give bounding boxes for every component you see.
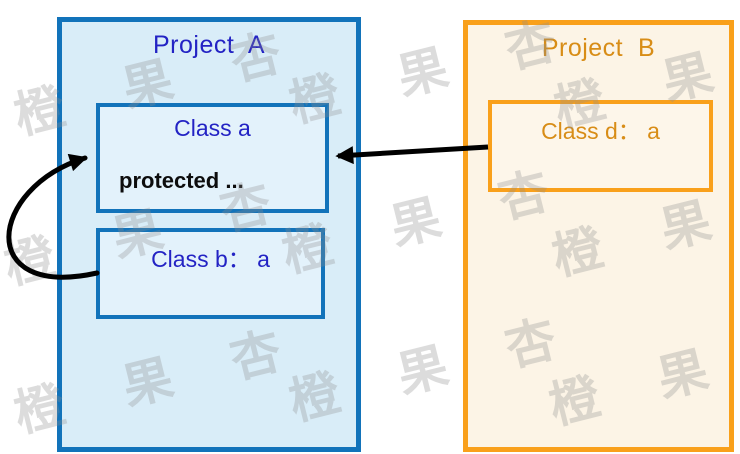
class-a-title: Class a — [174, 115, 251, 141]
class-d-title: Class d： a — [541, 118, 660, 144]
class-a-box: Class a protected ... — [96, 103, 329, 213]
class-a-body: protected ... — [119, 168, 244, 193]
class-d-box: Class d： a — [488, 100, 713, 192]
project-b-title: Project B — [541, 34, 656, 62]
project-a-title: Project A — [153, 31, 265, 59]
project-a-box: Project A Class a protected ... Class b：… — [57, 17, 361, 452]
project-b-box: Project B Class d： a — [463, 20, 734, 452]
class-b-box: Class b： a — [96, 228, 325, 319]
class-b-title: Class b： a — [151, 246, 270, 272]
